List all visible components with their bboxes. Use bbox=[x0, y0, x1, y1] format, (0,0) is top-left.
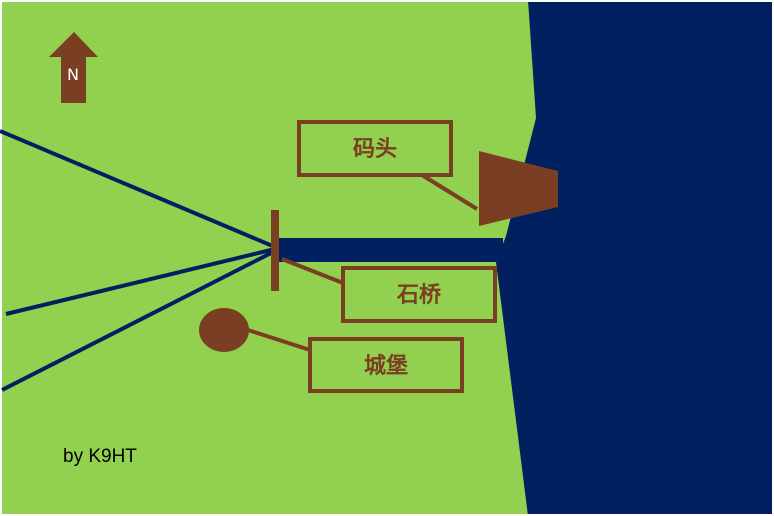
castle-leader-line bbox=[247, 328, 311, 352]
dock bbox=[479, 151, 558, 226]
road-northwest bbox=[0, 129, 276, 249]
bridge-label: 石桥 bbox=[341, 266, 497, 323]
dock-label-text: 码头 bbox=[353, 136, 397, 162]
dock-label: 码头 bbox=[297, 120, 453, 177]
bridge-leader-line bbox=[281, 257, 344, 285]
north-arrow-label: N bbox=[67, 65, 79, 84]
castle-label: 城堡 bbox=[308, 337, 464, 393]
north-arrow-icon: N bbox=[49, 32, 98, 103]
dock-leader-line bbox=[420, 173, 479, 211]
stone-bridge bbox=[271, 210, 279, 291]
water-channel bbox=[275, 238, 503, 262]
bridge-label-text: 石桥 bbox=[396, 282, 441, 308]
road-southwest bbox=[1, 249, 276, 392]
castle-label-text: 城堡 bbox=[364, 353, 408, 379]
road-west bbox=[5, 247, 276, 316]
castle bbox=[199, 308, 249, 352]
map-credit: by K9HT bbox=[63, 446, 137, 467]
water-body bbox=[496, 0, 774, 516]
